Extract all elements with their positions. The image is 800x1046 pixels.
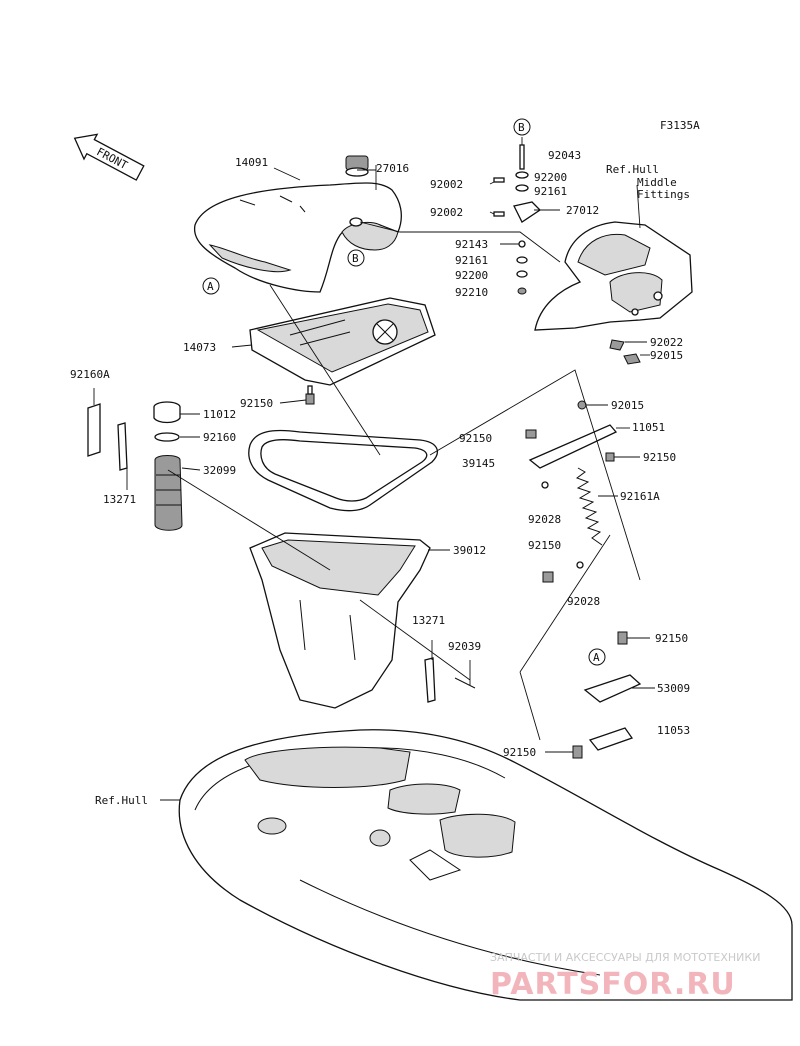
label-ref-hull-middle-3: Fittings [637, 188, 690, 201]
label-92200-b: 92200 [455, 269, 488, 282]
label-27016: 27016 [376, 162, 409, 175]
label-92028-b: 92028 [567, 595, 600, 608]
label-92015-b: 92015 [611, 399, 644, 412]
svg-text:B: B [518, 121, 525, 134]
label-ref-hull: Ref.Hull [95, 794, 148, 807]
diagram-code: F3135A [660, 119, 700, 132]
label-92150-b: 92150 [643, 451, 676, 464]
watermark: ЗАПЧАСТИ И АКСЕССУАРЫ ДЛЯ МОТОТЕХНИКИ PA… [490, 951, 760, 1002]
watermark-brand: PARTSFOR.RU [490, 967, 736, 1002]
label-11053: 11053 [657, 724, 690, 737]
gasket-ring-part [248, 429, 438, 512]
watermark-tagline: ЗАПЧАСТИ И АКСЕССУАРЫ ДЛЯ МОТОТЕХНИКИ [490, 951, 760, 964]
knob-part [345, 155, 369, 227]
cap-part [153, 401, 181, 442]
label-32099: 32099 [203, 464, 236, 477]
front-arrow-icon: FRONT [73, 133, 145, 181]
label-ref-hull-middle-1: Ref.Hull [606, 163, 659, 176]
label-13271-right: 13271 [412, 614, 445, 627]
callout-A-2: A [588, 648, 606, 666]
clip-part [454, 677, 476, 689]
strip-part [87, 403, 101, 457]
label-92015-a: 92015 [650, 349, 683, 362]
hardware-column-part [493, 144, 542, 295]
label-11012: 11012 [203, 408, 236, 421]
storage-tray-part [249, 297, 436, 386]
callout-B-1: B [513, 118, 531, 136]
svg-text:A: A [207, 280, 214, 293]
label-13271-left: 13271 [103, 493, 136, 506]
label-92002-a: 92002 [430, 178, 463, 191]
drain-tube-part [154, 455, 183, 531]
label-14073: 14073 [183, 341, 216, 354]
strip-right-part [424, 657, 436, 703]
svg-text:A: A [593, 651, 600, 664]
label-92210: 92210 [455, 286, 488, 299]
callout-A-1: A [202, 277, 220, 295]
label-92150-a: 92150 [459, 432, 492, 445]
label-92143: 92143 [455, 238, 488, 251]
label-11051: 11051 [632, 421, 665, 434]
label-92161-a: 92161 [534, 185, 567, 198]
leader-lines [93, 137, 655, 801]
label-ref-hull-middle-2: Middle [637, 176, 677, 189]
callout-B-2: B [347, 249, 365, 267]
label-14091: 14091 [235, 156, 268, 169]
svg-text:B: B [352, 252, 359, 265]
label-92150-d: 92150 [655, 632, 688, 645]
hull-part [178, 729, 793, 1001]
hull-middle-fitting-part [534, 221, 693, 365]
strip-left-part [117, 422, 128, 471]
label-92200-a: 92200 [534, 171, 567, 184]
label-92043: 92043 [548, 149, 581, 162]
seat-cover-part [193, 182, 402, 293]
label-92161-b: 92161 [455, 254, 488, 267]
label-39145: 39145 [462, 457, 495, 470]
label-92150-e: 92150 [503, 746, 536, 759]
label-92160A: 92160A [70, 368, 110, 381]
label-92160: 92160 [203, 431, 236, 444]
latch-part [572, 631, 642, 759]
label-92150-tray: 92150 [240, 397, 273, 410]
spring-part [541, 467, 603, 583]
label-92039: 92039 [448, 640, 481, 653]
label-92028-a: 92028 [528, 513, 561, 526]
bolt-part [305, 385, 315, 405]
part-labels: 14091 27016 14073 92160A 11012 92160 320… [70, 149, 690, 807]
label-27012: 27012 [566, 204, 599, 217]
storage-bin-part [249, 532, 431, 709]
label-53009: 53009 [657, 682, 690, 695]
label-92002-b: 92002 [430, 206, 463, 219]
label-92022: 92022 [650, 336, 683, 349]
label-92161A: 92161A [620, 490, 660, 503]
label-39012: 39012 [453, 544, 486, 557]
label-92150-c: 92150 [528, 539, 561, 552]
